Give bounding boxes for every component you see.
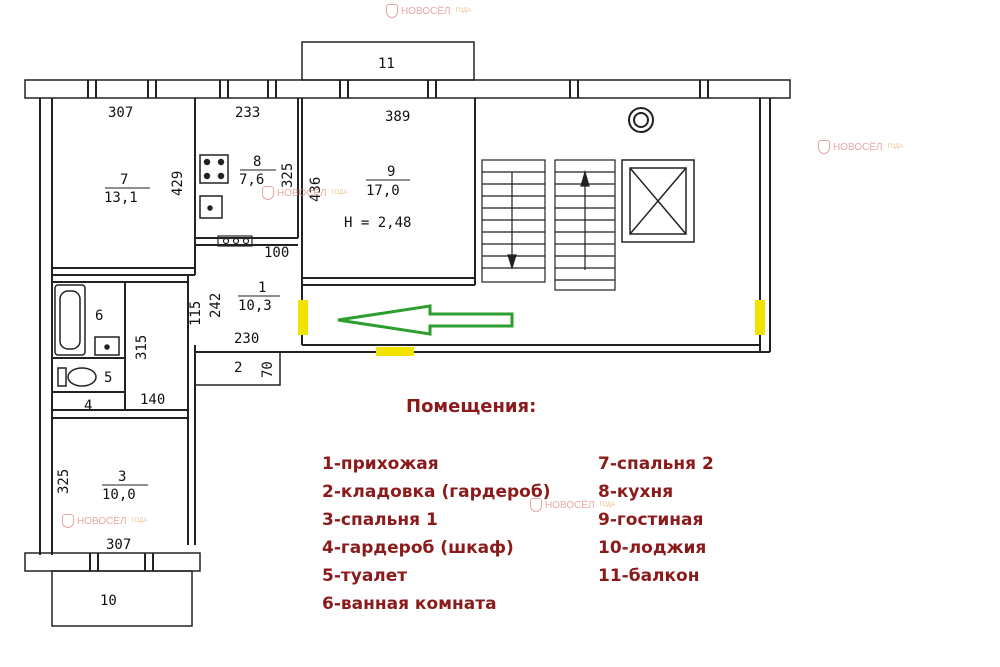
legend-item: 10-лоджия [598,538,707,558]
watermark-logo: НОВОСЁЛ ГОДА [530,498,615,512]
dim-115: 115 [188,301,204,326]
dim-100: 100 [264,245,289,261]
dim-2: 2 [234,360,242,376]
dim-140: 140 [140,392,165,408]
ventilation-shaft-icon [628,107,654,133]
watermark-logo: НОВОСЁЛ ГОДА [818,140,903,154]
watermark-text: НОВОСЁЛ [833,141,883,153]
room-8-area: 7,6 [239,172,264,188]
legend-item: 7-спальня 2 [598,454,714,474]
legend-title: Помещения: [406,396,537,417]
watermark-logo: НОВОСЁЛ ГОДА [62,514,147,528]
legend-item: 8-кухня [598,482,674,502]
dim-325-bedroom: 325 [56,469,72,494]
kitchen-stove-icon [199,154,229,184]
watermark-text: НОВОСЁЛ [277,187,327,199]
washbasin-icon [94,336,120,356]
room-8-number: 8 [253,154,261,170]
door-markers [298,300,765,356]
watermark-year: ГОДА [599,502,616,508]
watermark-year: ГОДА [887,144,904,150]
room-9-area: 17,0 [366,183,400,199]
dim-4: 4 [84,398,92,414]
room-3-number: 3 [118,469,126,485]
watermark-year: ГОДА [131,518,148,524]
watermark-icon [818,140,830,154]
legend-item: 5-туалет [322,566,408,586]
legend-item: 4-гардероб (шкаф) [322,538,514,558]
legend-item: 9-гостиная [598,510,704,530]
kitchen-sink-icon [199,195,223,219]
room-11-label: 11 [378,56,395,72]
elevator-shaft-icon [621,159,695,243]
watermark-year: ГОДА [331,190,348,196]
room-9-number: 9 [387,164,395,180]
legend-right-column: 7-спальня 2 8-кухня 9-гостиная 10-лоджия… [598,450,714,590]
legend-item: 1-прихожая [322,454,439,474]
room-7-number: 7 [120,172,128,188]
dim-230: 230 [234,331,259,347]
legend-item: 3-спальня 1 [322,510,438,530]
legend-item: 6-ванная комната [322,594,497,614]
room-3-area: 10,0 [102,487,136,503]
dim-436: 436 [308,177,324,202]
watermark-icon [386,4,398,18]
room-5-label: 5 [104,370,112,386]
dim-307-bottom: 307 [106,537,131,553]
dim-389: 389 [385,109,410,125]
entrance-arrow [337,304,514,336]
ceiling-height-label: H = 2,48 [344,215,411,231]
toilet-icon [57,367,97,387]
watermark-icon [530,498,542,512]
legend-left-column: 1-прихожая 2-кладовка (гардероб) 3-спаль… [322,450,550,618]
dim-307-top: 307 [108,105,133,121]
room-1-number: 1 [258,280,266,296]
room-10-label: 10 [100,593,117,609]
kitchen-counter-icon [217,235,253,247]
watermark-logo: НОВОСЁЛ ГОДА [386,4,471,18]
dim-70: 70 [260,361,276,378]
dim-429: 429 [170,171,186,196]
watermark-logo: НОВОСЁЛ ГОДА [262,186,347,200]
dim-242: 242 [208,293,224,318]
room-7-area: 13,1 [104,190,138,206]
dim-325-kitchen: 325 [280,163,296,188]
watermark-icon [262,186,274,200]
dim-315: 315 [134,335,150,360]
watermark-year: ГОДА [455,8,472,14]
watermark-text: НОВОСЁЛ [77,515,127,527]
room-1-area: 10,3 [238,298,272,314]
room-6-label: 6 [95,308,103,324]
legend-item: 11-балкон [598,566,700,586]
watermark-text: НОВОСЁЛ [401,5,451,17]
watermark-icon [62,514,74,528]
dim-233: 233 [235,105,260,121]
bathtub-icon [54,284,86,356]
watermark-text: НОВОСЁЛ [545,499,595,511]
staircase-icon [481,159,616,291]
legend-item: 2-кладовка (гардероб) [322,482,551,502]
